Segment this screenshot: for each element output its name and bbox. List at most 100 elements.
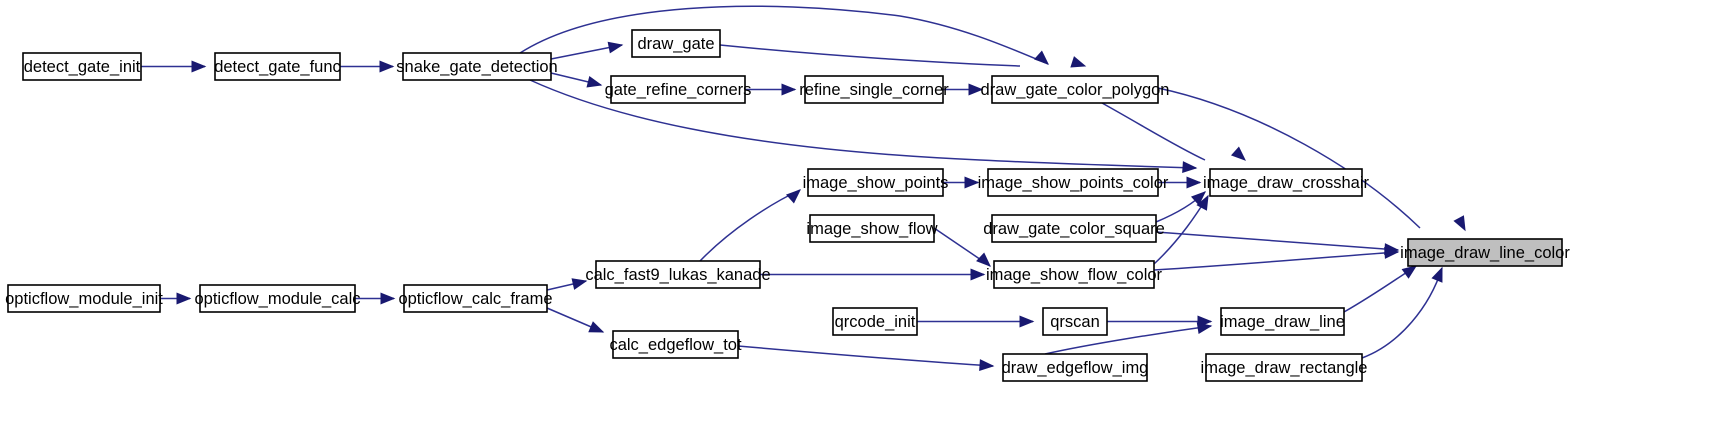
node-label-refine_single_corner: refine_single_corner [799, 81, 949, 99]
graph-node-opticflow_calc_frame[interactable]: opticflow_calc_frame [398, 284, 553, 313]
node-box-draw_gate[interactable] [631, 29, 721, 58]
graph-node-image_show_points_color[interactable]: image_show_points_color [978, 168, 1169, 197]
node-label-draw_edgeflow_img: draw_edgeflow_img [1002, 359, 1149, 377]
arrowhead-detect_gate_func-in [191, 60, 207, 73]
node-label-image_show_flow: image_show_flow [806, 220, 937, 238]
arrowhead-calc_edgeflow_tot-in [588, 321, 605, 333]
arrowhead-image_draw_crosshair-in-left [1186, 176, 1202, 189]
node-box-opticflow_module_calc[interactable] [199, 284, 356, 313]
graph-edge-snake_gate_detection-to-image_draw_crosshair [529, 79, 1197, 169]
arrowhead-image_show_flow_color-in-top [976, 252, 991, 267]
arrowhead-image_draw_crosshair-in-top [1230, 146, 1247, 161]
node-label-draw_gate: draw_gate [637, 35, 714, 53]
graph-node-image_draw_rectangle[interactable]: image_draw_rectangle [1201, 353, 1368, 382]
graph-node-image_show_flow[interactable]: image_show_flow [806, 214, 938, 243]
arrowhead-image_draw_line_color-in-left-2 [1384, 247, 1400, 259]
graph-node-draw_gate_color_polygon[interactable]: draw_gate_color_polygon [981, 75, 1170, 104]
node-box-refine_single_corner[interactable] [804, 75, 944, 104]
graph-node-detect_gate_init[interactable]: detect_gate_init [22, 52, 142, 81]
arrowhead-image_draw_crosshair-in-bl [1190, 191, 1207, 206]
node-box-qrscan[interactable] [1042, 307, 1108, 336]
graph-edge-calc_fast9_lukas_kanade-to-image_show_points [699, 189, 801, 262]
arrowhead-gate_refine_corners-in [586, 75, 603, 88]
node-box-image_show_flow[interactable] [809, 214, 935, 243]
node-box-detect_gate_init[interactable] [22, 52, 142, 81]
arrowhead-draw_edgeflow_img-in [979, 359, 995, 371]
node-box-draw_edgeflow_img[interactable] [1002, 353, 1148, 382]
node-label-snake_gate_detection: snake_gate_detection [396, 58, 557, 76]
node-box-image_show_points_color[interactable] [987, 168, 1159, 197]
node-box-image_draw_rectangle[interactable] [1205, 353, 1363, 382]
graph-node-calc_edgeflow_tot[interactable]: calc_edgeflow_tot [609, 330, 742, 359]
arrowhead-qrscan-in [1019, 315, 1035, 328]
arrowhead-opticflow_calc_frame-in [380, 292, 396, 305]
graph-edge-image_show_flow_color-to-image_draw_line_color [1153, 251, 1399, 271]
node-box-gate_refine_corners[interactable] [610, 75, 746, 104]
graph-node-image_show_flow_color[interactable]: image_show_flow_color [986, 260, 1163, 289]
graph-node-draw_gate_color_square[interactable]: draw_gate_color_square [983, 214, 1165, 243]
node-box-image_show_points[interactable] [807, 168, 944, 197]
graph-node-image_draw_crosshair[interactable]: image_draw_crosshair [1203, 168, 1369, 197]
graph-node-qrcode_init[interactable]: qrcode_init [832, 307, 918, 336]
arrowhead-draw_gate-in [607, 41, 624, 54]
graph-node-image_draw_line[interactable]: image_draw_line [1220, 307, 1345, 336]
graph-node-image_show_points[interactable]: image_show_points [803, 168, 949, 197]
arrowhead-image_draw_line_color-in-topright [1453, 215, 1466, 232]
arrowhead-image_draw_line-in-bottom [1196, 322, 1213, 334]
node-label-image_show_flow_color: image_show_flow_color [986, 266, 1163, 284]
arrowhead-calc_fast9_lukas_kanade-in [571, 278, 588, 290]
graph-node-snake_gate_detection[interactable]: snake_gate_detection [396, 52, 558, 81]
node-box-detect_gate_func[interactable] [214, 52, 341, 81]
node-label-opticflow_module_calc: opticflow_module_calc [194, 290, 360, 308]
graph-node-opticflow_module_init[interactable]: opticflow_module_init [5, 284, 163, 313]
node-label-detect_gate_func: detect_gate_func [214, 58, 341, 76]
node-box-calc_fast9_lukas_kanade[interactable] [595, 260, 761, 289]
node-box-image_draw_line_color[interactable] [1407, 238, 1563, 267]
node-box-qrcode_init[interactable] [832, 307, 918, 336]
node-label-gate_refine_corners: gate_refine_corners [605, 81, 752, 99]
node-label-qrcode_init: qrcode_init [835, 313, 916, 331]
node-label-image_draw_line: image_draw_line [1220, 313, 1345, 331]
graph-node-detect_gate_func[interactable]: detect_gate_func [214, 52, 341, 81]
arrowhead-refine_single_corner-in [781, 83, 797, 96]
graph-edge-draw_gate_color_polygon-to-image_draw_line_color [1157, 87, 1421, 229]
graph-edge-calc_edgeflow_tot-to-draw_edgeflow_img [737, 345, 994, 367]
graph-arrowheads [176, 41, 1466, 371]
node-box-image_show_flow_color[interactable] [993, 260, 1155, 289]
graph-node-refine_single_corner[interactable]: refine_single_corner [799, 75, 949, 104]
arrowhead-image_draw_line_color-in-bl-1 [1401, 265, 1418, 279]
graph-node-draw_edgeflow_img[interactable]: draw_edgeflow_img [1002, 353, 1149, 382]
node-box-draw_gate_color_square[interactable] [991, 214, 1157, 243]
graph-node-image_draw_line_color[interactable]: image_draw_line_color [1400, 238, 1570, 267]
graph-edge-draw_gate_color_polygon-to-image_draw_crosshair [1101, 102, 1206, 161]
arrowhead-image_show_points_color-in [964, 176, 980, 189]
node-label-draw_gate_color_polygon: draw_gate_color_polygon [981, 81, 1170, 99]
node-label-opticflow_calc_frame: opticflow_calc_frame [398, 290, 552, 308]
node-box-image_draw_crosshair[interactable] [1209, 168, 1363, 197]
arrowhead-image_show_points-in [785, 189, 802, 204]
graph-edge-snake_gate_detection-to-draw_gate_color_polygon [519, 5, 1049, 65]
node-label-draw_gate_color_square: draw_gate_color_square [983, 220, 1165, 238]
graph-node-qrscan[interactable]: qrscan [1042, 307, 1108, 336]
arrowhead-opticflow_module_calc-in [176, 292, 192, 305]
graph-node-gate_refine_corners[interactable]: gate_refine_corners [605, 75, 752, 104]
arrowhead-image_draw_crosshair-in-bottom [1196, 194, 1209, 211]
graph-node-calc_fast9_lukas_kanade[interactable]: calc_fast9_lukas_kanade [585, 260, 771, 289]
node-box-opticflow_module_init[interactable] [7, 284, 161, 313]
node-label-calc_fast9_lukas_kanade: calc_fast9_lukas_kanade [585, 266, 770, 284]
node-box-snake_gate_detection[interactable] [402, 52, 552, 81]
arrowhead-snake_gate_detection-in [379, 60, 395, 73]
arrowhead-image_show_flow_color-in-left [970, 268, 986, 281]
node-box-image_draw_line[interactable] [1220, 307, 1345, 336]
node-label-image_draw_line_color: image_draw_line_color [1400, 244, 1570, 262]
arrowhead-draw_gate_color_polygon-in-top-right [1070, 56, 1087, 68]
arrowhead-draw_gate_color_polygon-in-top-left [1033, 50, 1050, 65]
graph-node-draw_gate[interactable]: draw_gate [631, 29, 721, 58]
graph-nodes: detect_gate_init detect_gate_func snake_ga… [5, 29, 1570, 382]
node-box-opticflow_calc_frame[interactable] [403, 284, 548, 313]
node-label-image_show_points_color: image_show_points_color [978, 174, 1169, 192]
graph-edge-image_draw_rectangle-to-image_draw_line_color [1361, 267, 1443, 359]
node-box-draw_gate_color_polygon[interactable] [991, 75, 1159, 104]
node-box-calc_edgeflow_tot[interactable] [612, 330, 739, 359]
graph-node-opticflow_module_calc[interactable]: opticflow_module_calc [194, 284, 361, 313]
